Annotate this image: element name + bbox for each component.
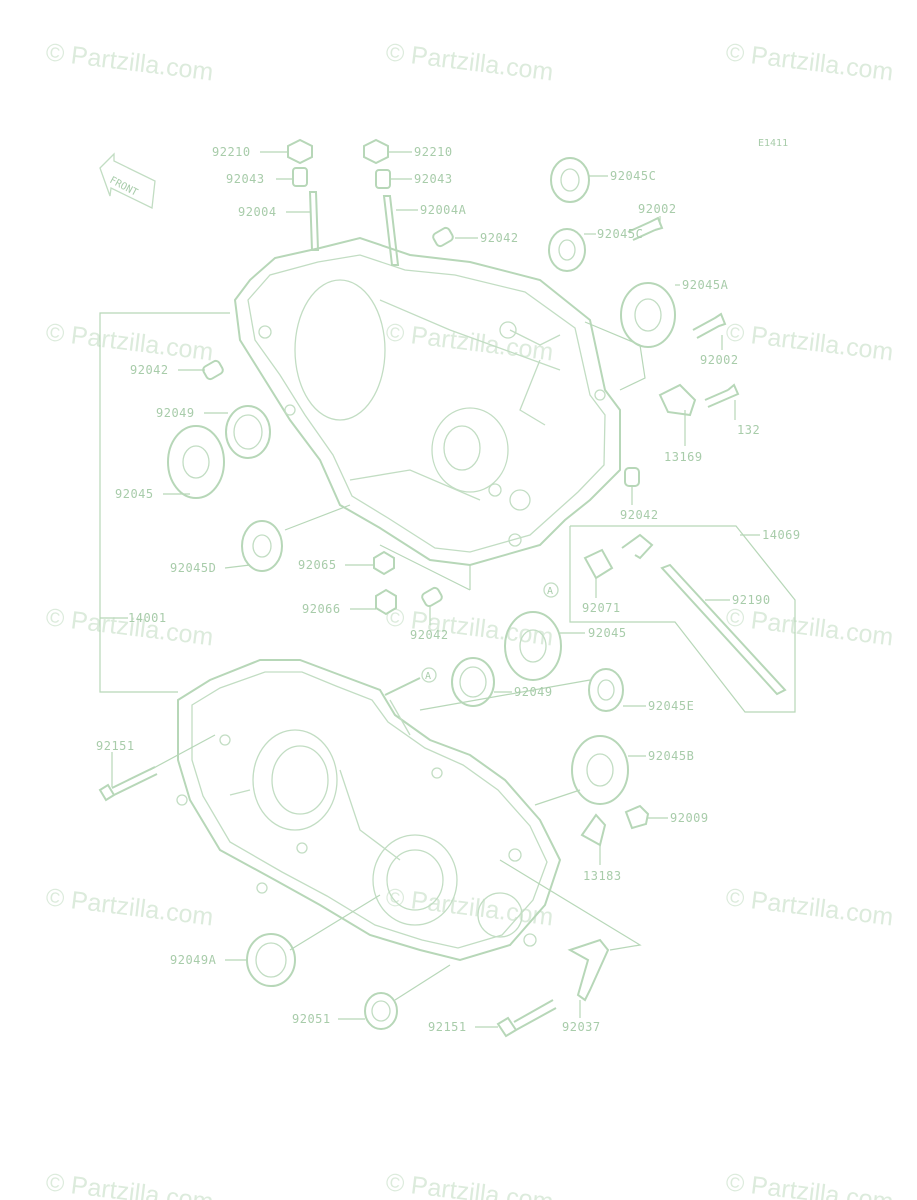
nut-92210-right [363,138,389,165]
bolt-92151-left [98,766,158,802]
watermark-text: © Partzilla.com [724,883,895,931]
watermark-text: © Partzilla.com [724,1168,895,1200]
stud-92004 [308,191,320,251]
dowel-92042-center [421,586,443,608]
leader-lines [99,151,796,1028]
part-label: 92045A [682,278,729,292]
part-label: 92066 [302,602,341,616]
part-label: 92051 [292,1012,331,1026]
diagram-code: E1411 [758,138,788,149]
part-label: 92045C [597,227,643,241]
bearing-92045c-top [550,157,590,203]
part-label: 92042 [130,363,169,377]
part-label: 92210 [212,145,251,159]
part-label: 92071 [582,601,621,615]
part-label: 92004A [420,203,467,217]
part-label: 13169 [664,450,703,464]
part-label: 92045 [115,487,154,501]
bearing-92045a [620,282,676,348]
bolt-92002-right [692,312,727,339]
part-label: 92049 [514,685,553,699]
bracket-13169 [658,383,697,417]
dowel-92042-left [202,359,224,381]
part-label: 92043 [414,172,453,186]
bracket-92037 [567,938,610,1002]
part-label: 92151 [428,1020,467,1034]
watermark-text: © Partzilla.com [384,1168,555,1200]
part-label: 132 [737,423,760,437]
seal-92049a [246,933,296,987]
bearing-92045c [548,228,586,272]
seal-92049-mid [451,657,495,707]
front-arrow-icon: FRONT [99,152,156,209]
reference-markers: A A [421,582,559,683]
part-label: 92037 [562,1020,601,1034]
watermarks: © Partzilla.com © Partzilla.com © Partzi… [44,38,895,1200]
collar-92043-right [375,169,391,189]
watermark-text: © Partzilla.com [724,603,895,651]
part-label: 92004 [238,205,277,219]
part-label: 92042 [480,231,519,245]
part-label: 92045 [588,626,627,640]
lower-crankcase [176,659,562,962]
part-label: 92190 [732,593,771,607]
watermark-text: © Partzilla.com [44,38,215,86]
grommet-92071 [583,548,614,580]
part-label: 13183 [583,869,622,883]
part-label: 92042 [410,628,449,642]
part-label: 92049A [170,953,217,967]
part-label: 92151 [96,739,135,753]
watermark-text: © Partzilla.com [724,318,895,366]
bolt-132 [704,383,740,408]
dowel-92042-top [432,226,454,248]
hose-92190 [660,563,787,696]
part-label: 92210 [414,145,453,159]
part-label: 92045D [170,561,216,575]
seal-92049-upper [225,405,271,459]
bearing-92045e [588,668,624,712]
part-label: 14001 [128,611,167,625]
reference-a: A [425,671,431,682]
reference-a: A [547,586,553,597]
nut-92210-left [287,138,313,165]
part-label: 92045E [648,699,694,713]
part-label: 92049 [156,406,195,420]
seal-92051 [364,992,398,1030]
watermark-text: © Partzilla.com [384,38,555,86]
part-label: 92045C [610,169,656,183]
bolt-92151-bottom [496,999,557,1038]
watermark-text: © Partzilla.com [44,318,215,366]
dowel-92042-right [624,467,640,487]
hardware [98,138,787,1038]
part-label: 92009 [670,811,709,825]
shaft-rod [384,677,421,696]
plug-92009 [624,804,650,830]
bearing-92045d [241,520,283,572]
part-label: 92042 [620,508,659,522]
upper-crankcase [233,236,621,567]
part-label: 92065 [298,558,337,572]
bearing-92045b [571,735,629,805]
part-label: 92045B [648,749,694,763]
part-labels: 92210 92210 92043 92043 92004 92004A 920… [96,145,801,1034]
watermark-text: © Partzilla.com [724,38,895,86]
front-label: FRONT [108,175,140,199]
watermark-text: © Partzilla.com [44,883,215,931]
plug-92066 [375,588,397,616]
bearing-92045-mid [504,611,562,681]
collar-92043-left [292,167,308,187]
bearings [167,157,676,1030]
watermark-text: © Partzilla.com [44,1168,215,1200]
part-label: 14069 [762,528,801,542]
part-label: 92043 [226,172,265,186]
part-label: 92002 [700,353,739,367]
bearing-92045-left [167,425,225,499]
plug-92065 [373,550,395,576]
bracket-13183 [580,813,607,847]
part-label: 92002 [638,202,677,216]
stud-92004a [382,195,400,266]
elbow-fitting [621,533,654,560]
